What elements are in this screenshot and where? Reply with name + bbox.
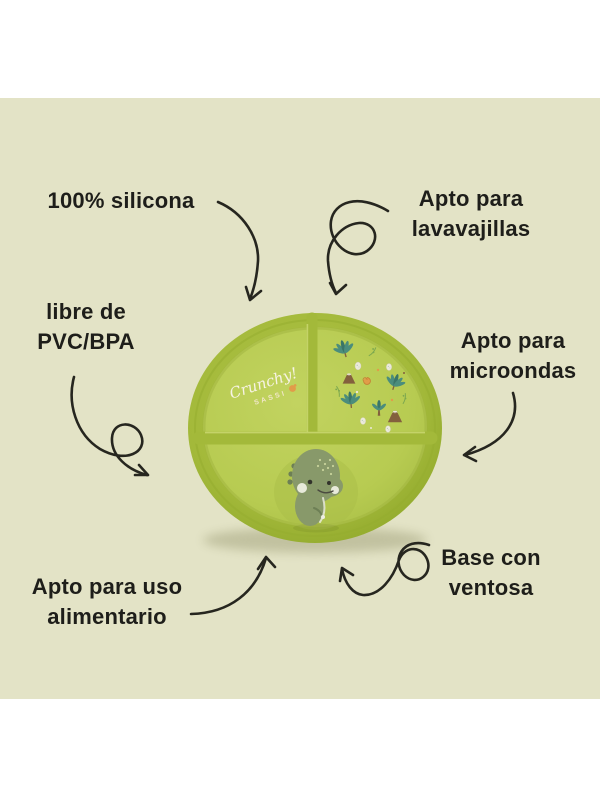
- label-alimentario: Apto para uso alimentario: [32, 572, 183, 632]
- label-pvc-line1: libre de: [46, 299, 126, 324]
- label-ventosa: Base con ventosa: [441, 543, 540, 603]
- arrow-silicona: [216, 200, 263, 302]
- label-pvc-line2: PVC/BPA: [37, 329, 135, 354]
- brand-dino-icon: [289, 385, 296, 392]
- label-alimentario-line1: Apto para uso: [31, 574, 183, 599]
- dino-cheek: [331, 486, 339, 494]
- arrow-pvc: [70, 375, 150, 477]
- plate-illustration: Crunchy! SASSI: [188, 312, 442, 553]
- arrow-lavavajillas: [326, 200, 390, 296]
- dino-egg-icon: [359, 417, 367, 425]
- jungle-pattern: [330, 337, 409, 433]
- arrow-ventosa: [338, 541, 431, 597]
- label-ventosa-line1: Base con: [441, 545, 541, 570]
- label-microondas: Apto para microondas: [450, 326, 577, 386]
- label-ventosa-line2: ventosa: [448, 575, 534, 600]
- label-microondas-line1: Apto para: [460, 328, 566, 353]
- label-pvc-bpa: libre de PVC/BPA: [37, 297, 135, 357]
- dino-eye: [327, 481, 331, 485]
- arrow-alimentario: [189, 555, 277, 616]
- label-lavavajillas: Apto para lavavajillas: [412, 184, 531, 244]
- dino-egg-icon: [385, 425, 391, 433]
- dino-illustration: [274, 449, 358, 533]
- label-silicona: 100% silicona: [48, 186, 195, 216]
- dino-smile: [317, 489, 334, 494]
- label-alimentario-line2: alimentario: [47, 604, 167, 629]
- label-lavavajillas-line2: lavavajillas: [411, 216, 531, 241]
- divider-walls: [192, 312, 438, 445]
- dino-spots: [316, 458, 335, 476]
- arrow-microondas: [462, 391, 517, 463]
- dino-eye: [307, 479, 313, 485]
- label-silicona-text: 100% silicona: [47, 188, 195, 213]
- hand-drawn-arrows: [70, 200, 517, 616]
- dino-egg-icon: [354, 361, 362, 371]
- label-microondas-line2: microondas: [449, 358, 577, 383]
- label-lavavajillas-line1: Apto para: [418, 186, 524, 211]
- dino-cheek: [297, 483, 307, 493]
- dino-egg-icon: [385, 363, 393, 371]
